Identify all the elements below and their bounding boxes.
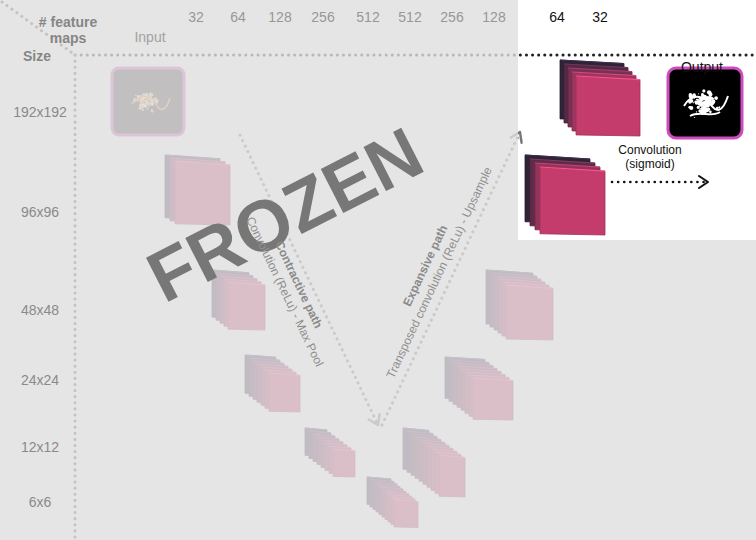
feature-count: 128: [482, 9, 505, 25]
image-frame: [668, 68, 742, 138]
size-label: 96x96: [21, 204, 59, 220]
feature-map-edge: [568, 68, 632, 72]
mask-speck: [702, 89, 705, 92]
size-label: 24x24: [21, 372, 59, 388]
mask-speck: [701, 104, 703, 106]
arrow-shaft: [612, 181, 705, 184]
mask-speck: [705, 109, 706, 110]
mask-speck: [710, 97, 713, 100]
output-image: [668, 68, 742, 138]
mask-speck: [708, 92, 711, 95]
mask-speck: [704, 105, 707, 108]
mask-speck: [701, 93, 703, 95]
mask-stroke: [684, 96, 728, 116]
mask-speck: [714, 96, 718, 100]
arrow-head: [699, 176, 708, 188]
mask-speck: [701, 104, 703, 106]
mask-speck: [708, 108, 710, 110]
column-label: Output: [681, 59, 723, 75]
mask-speck: [689, 106, 693, 110]
mask-speck: [704, 109, 707, 112]
axis-title: # feature maps: [21, 14, 116, 46]
mask-speck: [716, 98, 718, 100]
mask-speck: [718, 106, 720, 108]
mask-speck: [688, 106, 691, 109]
feature-count: 32: [188, 9, 204, 25]
mask-speck: [709, 99, 711, 101]
feature-map-edge: [560, 60, 624, 64]
size-label: 48x48: [21, 302, 59, 318]
feature-map-edge: [535, 163, 600, 167]
feature-map-edge: [576, 76, 640, 80]
mask-speck: [698, 93, 699, 94]
feature-count: 512: [398, 9, 421, 25]
mask-speck: [705, 106, 707, 108]
feature-count: 256: [440, 9, 463, 25]
feature-count: 256: [311, 9, 334, 25]
mask-speck: [704, 109, 707, 112]
column-label: Input: [134, 29, 165, 45]
mask-speck: [711, 99, 712, 100]
axis-title: Size: [23, 48, 51, 64]
feature-count: 32: [592, 9, 608, 25]
size-label: 192x192: [13, 104, 67, 120]
feature-count: 64: [549, 9, 565, 25]
mask-speck: [694, 117, 695, 118]
feature-map-edge: [540, 167, 605, 171]
mask-speck: [697, 99, 698, 100]
mask-speck: [699, 109, 703, 113]
feature-map-edge: [530, 159, 595, 163]
mask-speck: [709, 111, 712, 114]
output-arrow: [612, 176, 708, 188]
size-label: 6x6: [29, 494, 52, 510]
feature-map-edge: [525, 155, 590, 159]
feature-map-edge: [572, 72, 636, 76]
mask-speck: [709, 99, 710, 100]
mask-speck: [698, 100, 700, 102]
feature-count: 64: [230, 9, 246, 25]
stack-out-32: [525, 155, 605, 235]
feature-count: 512: [356, 9, 379, 25]
mask-speck: [701, 102, 703, 104]
mask-speck: [707, 90, 711, 94]
mask-speck: [697, 99, 699, 101]
feature-map-edge: [564, 64, 628, 68]
mask-speck: [719, 107, 720, 108]
feature-map: [540, 167, 605, 235]
mask-speck: [708, 109, 710, 111]
operation-label: Convolution (sigmoid): [609, 144, 691, 172]
mask-speck: [702, 93, 704, 95]
mask-speck: [699, 102, 701, 104]
feature-map: [576, 76, 640, 136]
mask-speck: [693, 102, 694, 103]
mask-speck: [699, 101, 701, 103]
mask-speck: [696, 111, 697, 112]
feature-count: 128: [268, 9, 291, 25]
mask-speck: [695, 101, 699, 105]
mask-speck: [697, 106, 700, 109]
stack-out-64: [560, 60, 640, 136]
mask-speck: [707, 96, 709, 98]
size-label: 12x12: [21, 439, 59, 455]
